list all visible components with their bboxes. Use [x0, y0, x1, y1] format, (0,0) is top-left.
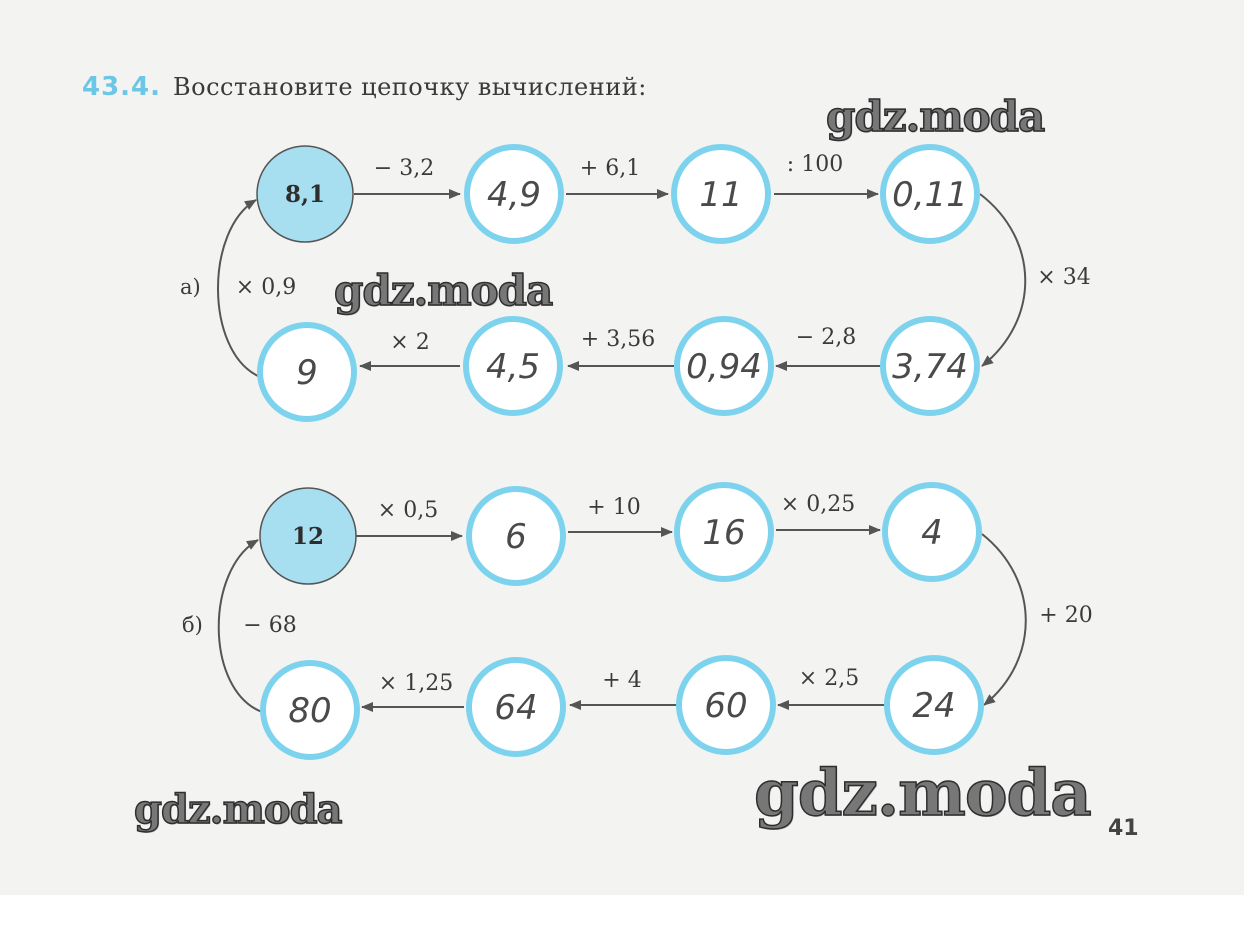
chain-b-circle-1 — [466, 486, 566, 586]
chain-b-op-7: × 1,25 — [379, 671, 453, 696]
chain-a: 8,1 4,9 11 0,11 3,74 0,94 4,5 9 − 3,2 + … — [180, 144, 1091, 422]
chain-b-circle-5 — [676, 655, 776, 755]
chain-a-circle-7 — [257, 322, 357, 422]
page-number: 41 — [1108, 816, 1139, 841]
chain-a-op-7: × 2 — [390, 330, 429, 355]
chain-b-arrow-8 — [217, 539, 263, 713]
chain-a-circle-6 — [463, 316, 563, 416]
chain-a-op-2: + 6,1 — [580, 156, 640, 181]
chain-a-circle-4 — [880, 316, 980, 416]
chain-b-circle-7 — [260, 660, 360, 760]
chain-a-op-6: + 3,56 — [581, 327, 655, 352]
chain-a-arrow-8 — [217, 199, 259, 377]
chain-a-arrow-4 — [979, 193, 1027, 367]
chain-b-circle-3 — [882, 482, 982, 582]
chain-a-op-4: × 34 — [1037, 265, 1090, 290]
textbook-page: 43.4. Восстановите цепочку вычислений: — [0, 0, 1244, 895]
chain-b-answer-3: 4 — [921, 513, 943, 553]
chain-a-op-5: − 2,8 — [796, 325, 856, 350]
chain-a-label: а) — [180, 275, 201, 299]
chain-a-answer-7: 9 — [296, 353, 318, 393]
chain-a-answer-6: 4,5 — [486, 347, 540, 387]
task-header: 43.4. Восстановите цепочку вычислений: — [82, 72, 647, 102]
chain-b-circle-6 — [466, 657, 566, 757]
watermark-middle: gdz.moda — [333, 265, 554, 316]
chain-b-answer-2: 16 — [702, 513, 745, 553]
chain-b-op-3: × 0,25 — [781, 492, 855, 517]
chain-b-op-4: + 20 — [1039, 603, 1092, 628]
chain-b: 12 6 16 4 24 60 64 80 × 0,5 + 10 × 0,25 … — [182, 482, 1093, 760]
chain-b-op-5: × 2,5 — [799, 666, 859, 691]
chain-b-answer-5: 60 — [704, 686, 747, 726]
chain-b-answer-6: 64 — [494, 688, 537, 728]
chain-a-answer-4: 3,74 — [892, 347, 968, 387]
chain-b-circle-2 — [674, 482, 774, 582]
chain-b-op-6: + 4 — [602, 668, 641, 693]
chain-b-op-1: × 0,5 — [378, 498, 438, 523]
chain-a-op-1: − 3,2 — [374, 156, 434, 181]
chain-a-circle-1 — [464, 144, 564, 244]
chain-a-op-3: : 100 — [787, 152, 843, 177]
chain-a-answer-1: 4,9 — [487, 175, 541, 215]
chain-a-circle-3 — [880, 144, 980, 244]
watermark-bottom-right: gdz.moda — [753, 755, 1092, 832]
chain-a-answer-2: 11 — [699, 175, 742, 215]
chain-a-circle-5 — [674, 316, 774, 416]
chain-a-answer-3: 0,11 — [892, 175, 968, 215]
watermark-bottom-left: gdz.moda — [133, 785, 343, 834]
chain-b-circle-4 — [884, 655, 984, 755]
chain-b-op-8: − 68 — [243, 613, 296, 638]
chain-a-start-circle — [256, 145, 354, 243]
chain-b-start-circle — [259, 487, 357, 585]
task-number: 43.4. — [82, 72, 162, 102]
chain-b-arrow-4 — [981, 533, 1027, 706]
chain-b-given-value: 12 — [292, 523, 324, 550]
chain-a-circle-2 — [671, 144, 771, 244]
task-title: Восстановите цепочку вычислений: — [173, 73, 647, 101]
calculation-chains-diagram: 8,1 4,9 11 0,11 3,74 0,94 4,5 9 − 3,2 + … — [180, 144, 1093, 760]
chain-b-answer-1: 6 — [505, 517, 527, 557]
chain-b-answer-7: 80 — [288, 691, 331, 731]
watermark-top-right: gdz.moda — [825, 91, 1046, 142]
chain-a-op-8: × 0,9 — [236, 275, 296, 300]
chain-b-op-2: + 10 — [587, 495, 640, 520]
chain-b-label: б) — [182, 613, 203, 637]
chain-a-given-value: 8,1 — [285, 181, 325, 208]
chain-b-answer-4: 24 — [912, 686, 955, 726]
chain-a-answer-5: 0,94 — [686, 347, 762, 387]
